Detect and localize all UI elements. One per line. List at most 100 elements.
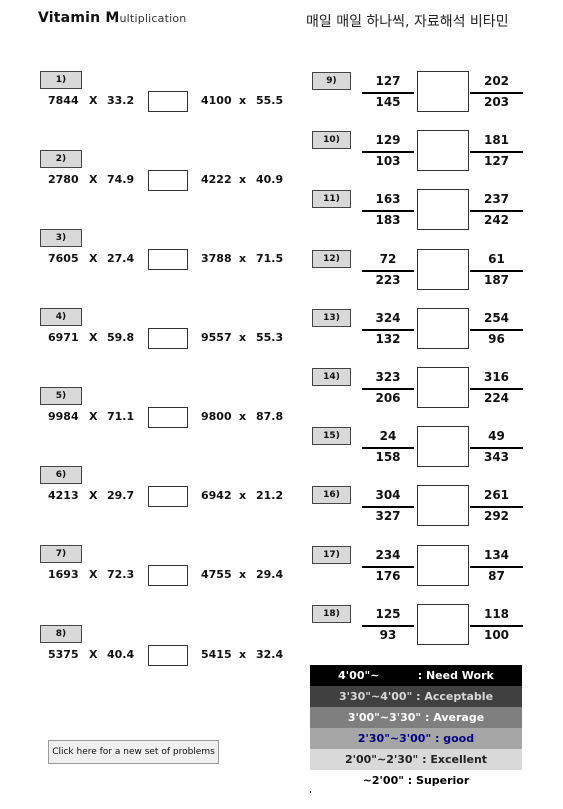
fraction-bar <box>470 328 523 331</box>
numerator: 49 <box>488 429 505 444</box>
multiplication-row: 7844 X 33.2 4100 x 55.5 <box>0 94 300 110</box>
comparison-answer-box[interactable] <box>417 544 469 586</box>
factor-a: 1693 <box>48 568 79 581</box>
fraction-left: 24 158 <box>362 429 414 465</box>
denominator: 183 <box>375 213 401 228</box>
answer-box[interactable] <box>148 328 188 349</box>
fraction-bar <box>362 565 414 568</box>
factor-a: 7605 <box>48 252 79 265</box>
problem-number: 5) <box>40 387 82 405</box>
fraction-left: 324 132 <box>362 311 414 347</box>
fraction-right: 237 242 <box>470 192 523 228</box>
denominator: 203 <box>483 95 510 109</box>
fraction-left: 125 93 <box>362 607 414 643</box>
fraction-bar <box>470 210 523 213</box>
denominator: 223 <box>375 272 401 287</box>
comparison-answer-box[interactable] <box>417 426 469 468</box>
comparison-answer-box[interactable] <box>417 189 469 231</box>
denominator: 145 <box>375 95 401 109</box>
fraction-bar <box>362 624 414 627</box>
denominator: 103 <box>375 154 401 169</box>
problem-number: 15) <box>312 427 351 446</box>
fraction-left: 234 176 <box>362 548 414 584</box>
fraction-bar <box>362 92 414 94</box>
answer-box[interactable] <box>148 565 188 586</box>
comparison-answer-box[interactable] <box>417 130 469 172</box>
new-problems-button[interactable]: Click here for a new set of problems <box>48 740 219 764</box>
multiplication-row: 4213 X 29.7 6942 x 21.2 <box>0 489 300 505</box>
legend-row: 4'00"~ : Need Work <box>310 665 522 686</box>
numerator: 129 <box>375 133 401 148</box>
factor-d: 71.5 <box>256 252 284 265</box>
comparison-answer-box[interactable] <box>417 367 469 408</box>
fraction-right: 49 343 <box>470 429 523 465</box>
fraction-right: 261 292 <box>470 488 523 524</box>
denominator: 224 <box>483 391 510 405</box>
numerator: 261 <box>483 488 510 503</box>
factor-a: 9984 <box>48 410 79 423</box>
problem-number: 2) <box>40 150 82 168</box>
fraction-bar <box>362 447 414 450</box>
fraction-bar <box>362 210 414 213</box>
multiplication-row: 7605 X 27.4 3788 x 71.5 <box>0 252 300 268</box>
comparison-answer-box[interactable] <box>417 71 469 112</box>
factor-c: 4100 <box>201 94 232 107</box>
numerator: 72 <box>379 251 397 266</box>
title-suffix: ultiplication <box>119 12 187 25</box>
factor-d: 32.4 <box>256 648 284 661</box>
legend-row: 3'30"~4'00" : Acceptable <box>310 686 522 707</box>
problem-number: 8) <box>40 625 82 643</box>
factor-c: 9800 <box>201 410 232 423</box>
comparison-answer-box[interactable] <box>417 307 469 349</box>
denominator: 343 <box>483 450 510 465</box>
fraction-left: 72 223 <box>362 252 414 288</box>
denominator: 292 <box>483 509 510 524</box>
answer-box[interactable] <box>148 645 188 666</box>
problem-number: 14) <box>312 368 351 386</box>
denominator: 93 <box>379 627 397 642</box>
denominator: 176 <box>375 568 401 583</box>
denominator: 100 <box>483 627 510 642</box>
fraction-right: 134 87 <box>470 548 523 584</box>
factor-c: 9557 <box>201 331 232 344</box>
numerator: 134 <box>483 547 510 562</box>
title-main: Vitamin M <box>38 10 120 26</box>
factor-d: 55.5 <box>256 94 284 107</box>
answer-box[interactable] <box>148 249 188 270</box>
fraction-bar <box>470 624 523 627</box>
answer-box[interactable] <box>148 486 188 507</box>
factor-c: 6942 <box>201 489 232 502</box>
legend-row: ~2'00" : Superior <box>310 770 522 791</box>
comparison-answer-box[interactable] <box>417 603 469 645</box>
denominator: 132 <box>375 331 401 346</box>
answer-box[interactable] <box>148 91 188 112</box>
numerator: 237 <box>483 192 510 207</box>
comparison-answer-box[interactable] <box>417 485 469 527</box>
answer-box[interactable] <box>148 407 188 428</box>
fraction-left: 323 206 <box>362 370 414 406</box>
problem-number: 17) <box>312 545 351 564</box>
fraction-bar <box>470 447 523 450</box>
times-operator: X <box>89 331 98 344</box>
denominator: 87 <box>488 568 505 583</box>
times-operator: X <box>89 648 98 661</box>
denominator: 206 <box>375 391 401 405</box>
factor-b: 40.4 <box>107 648 135 661</box>
fraction-bar <box>362 269 414 272</box>
numerator: 163 <box>375 192 401 207</box>
fraction-bar <box>470 565 523 568</box>
problem-number: 1) <box>40 71 82 89</box>
numerator: 324 <box>375 310 401 325</box>
fraction-bar <box>470 506 523 509</box>
factor-c: 4755 <box>201 568 232 581</box>
factor-a: 6971 <box>48 331 79 344</box>
problem-number: 6) <box>40 466 82 484</box>
numerator: 127 <box>375 74 401 88</box>
numerator: 316 <box>483 370 510 384</box>
fraction-left: 127 145 <box>362 74 414 110</box>
app-title: Vitamin Multiplication <box>38 10 186 26</box>
times-operator: X <box>89 489 98 502</box>
numerator: 323 <box>375 370 401 384</box>
comparison-answer-box[interactable] <box>417 248 469 290</box>
answer-box[interactable] <box>148 170 188 191</box>
